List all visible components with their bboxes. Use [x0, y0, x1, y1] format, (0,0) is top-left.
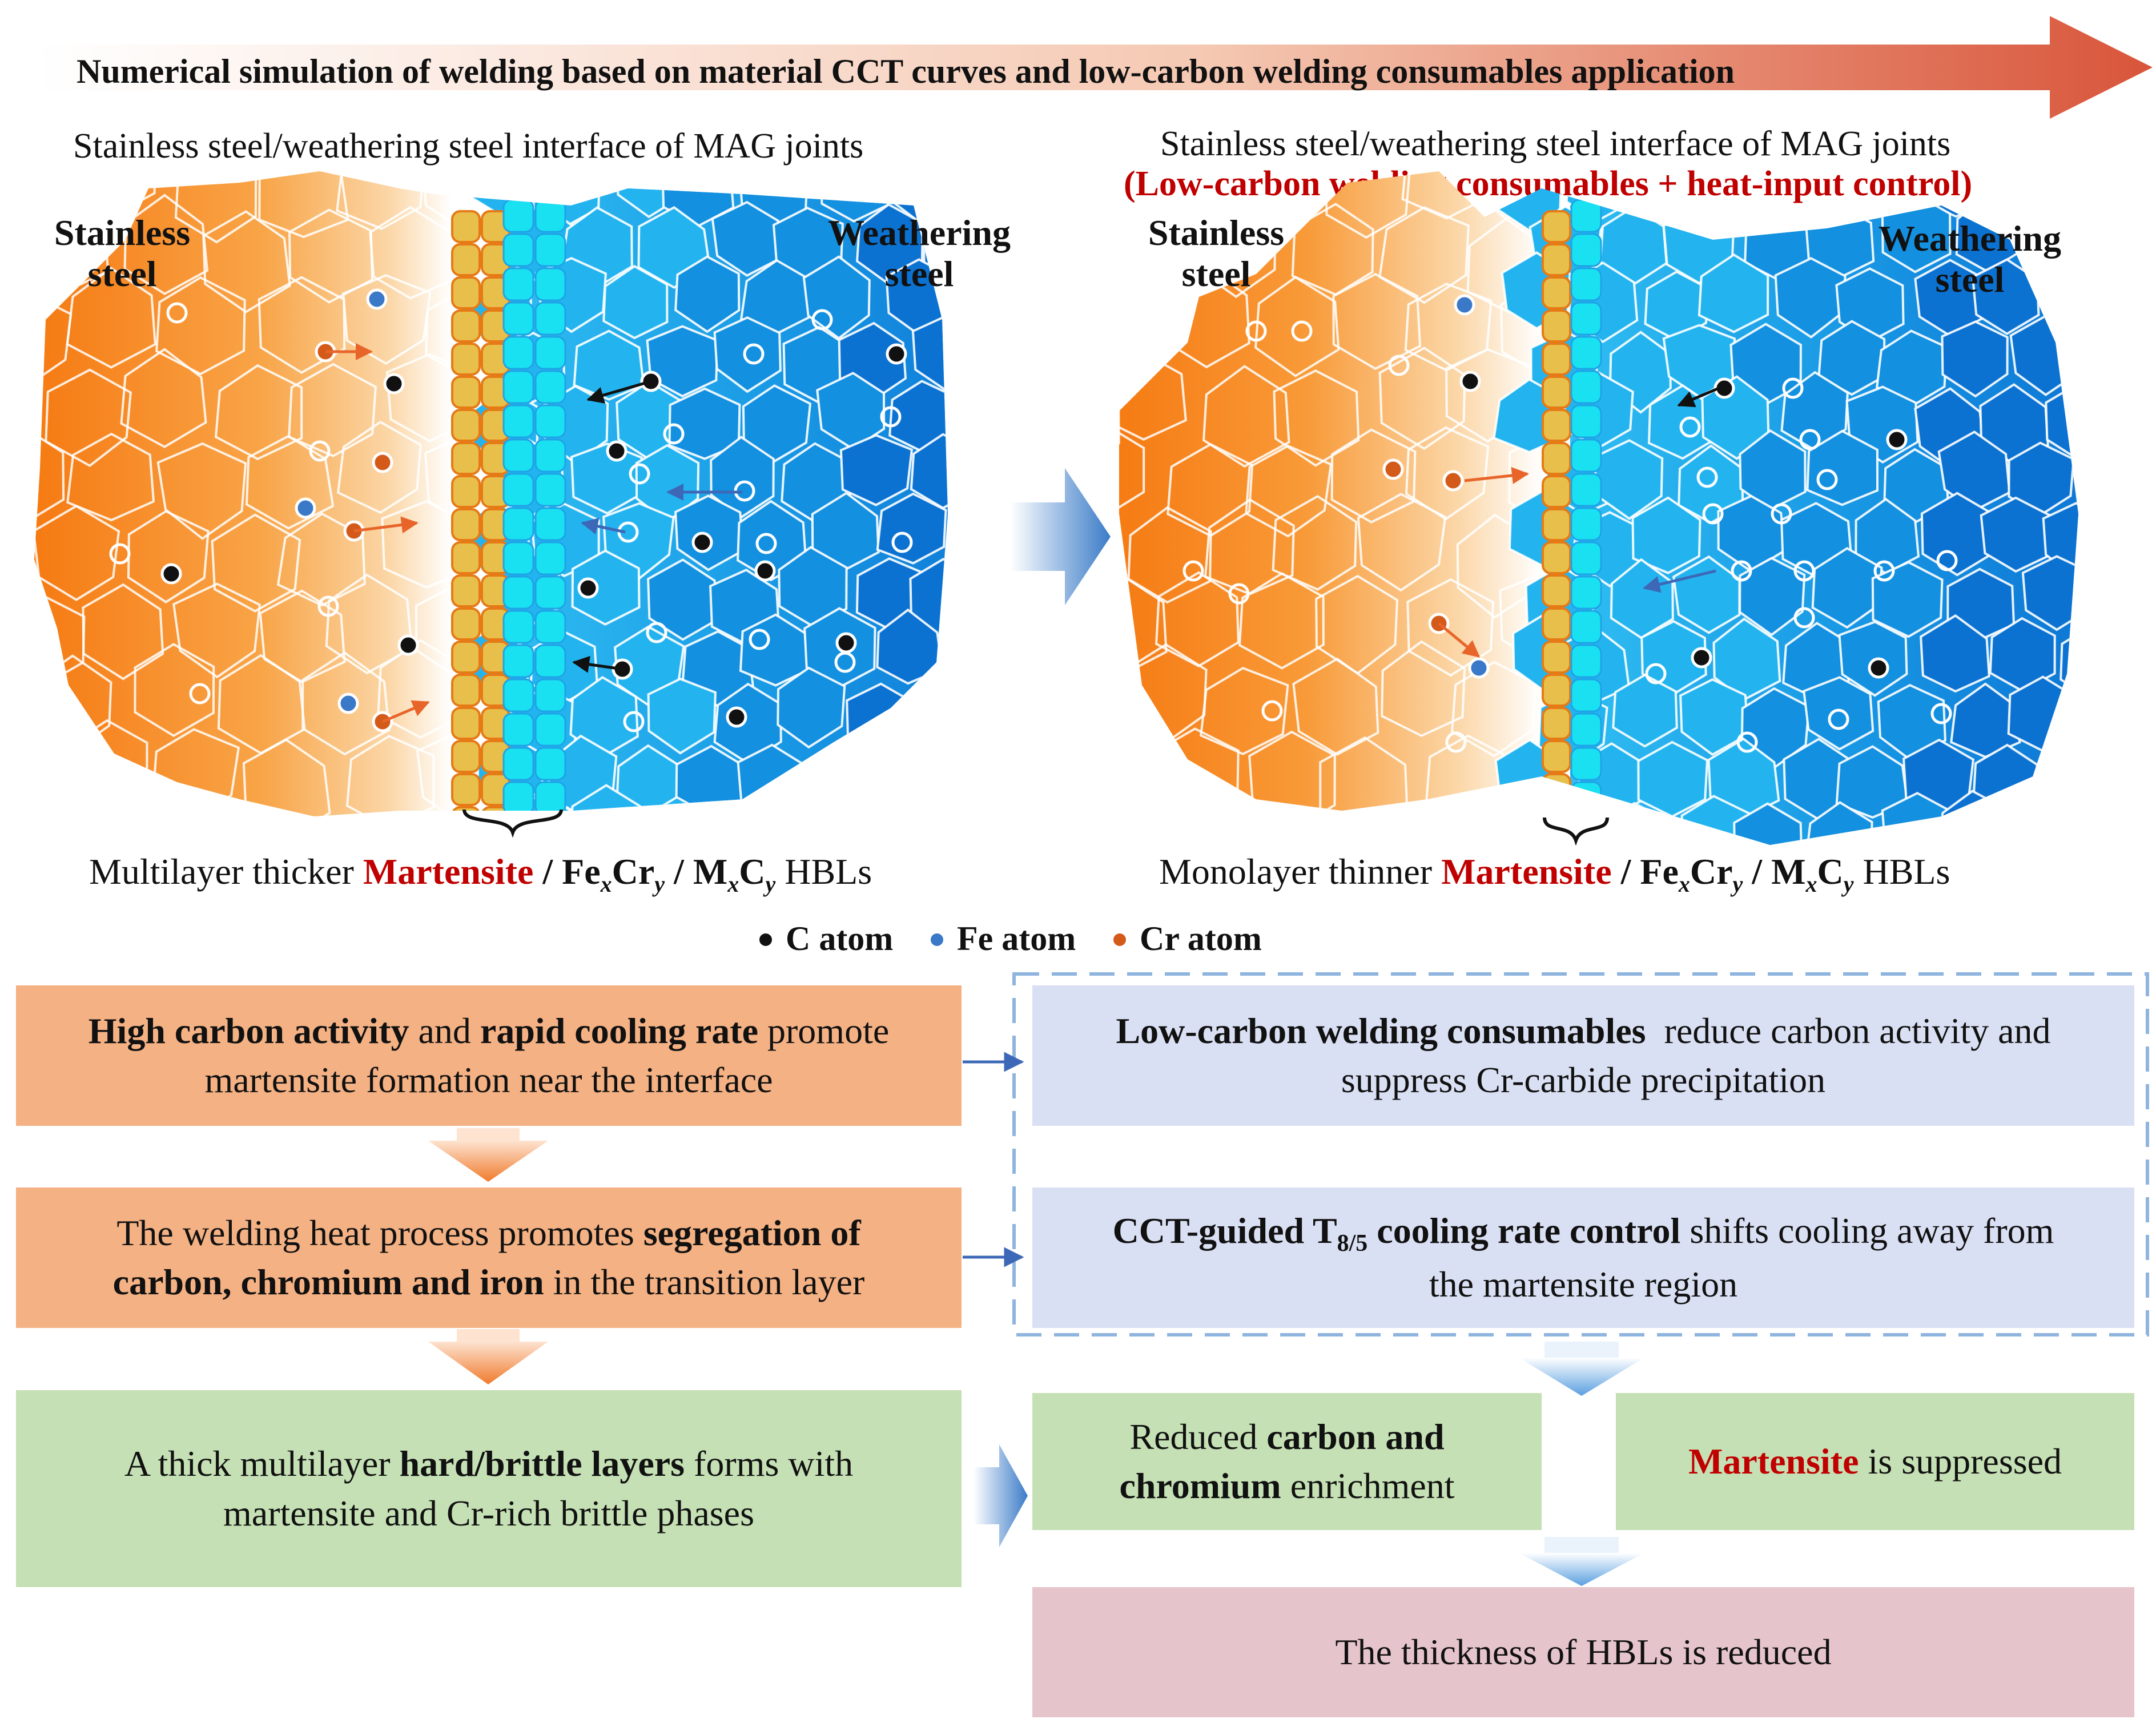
flow-box-carbon-activity: High carbon activity and rapid cooling r…: [16, 985, 962, 1126]
flow-box-reduced-enrichment: Reduced carbon and chromium enrichment: [1032, 1393, 1542, 1530]
legend-fe-atom: Fe atom: [931, 919, 1076, 959]
legend-cr-atom: Cr atom: [1113, 919, 1262, 959]
legend-c-atom: C atom: [759, 919, 893, 959]
fe-atom-icon: [931, 933, 943, 947]
flow-box-segregation: The welding heat process promotes segreg…: [16, 1187, 962, 1328]
header-arrow: [34, 16, 2153, 119]
flow-box-low-carbon-consumables: Low-carbon welding consumables reduce ca…: [1032, 985, 2134, 1126]
cr-atom-icon: [1113, 933, 1126, 947]
flow-connectors: [428, 972, 2149, 1586]
header-title: Numerical simulation of welding based on…: [77, 53, 1735, 90]
microstructure-panels: [34, 171, 2078, 846]
c-atom-icon: [759, 933, 772, 947]
flow-box-hard-brittle-layers: A thick multilayer hard/brittle layers f…: [16, 1390, 962, 1587]
flow-box-martensite-suppressed: Martensite is suppressed: [1616, 1393, 2134, 1530]
flow-box-cct-cooling-control: CCT-guided T8/5 cooling rate control shi…: [1032, 1187, 2134, 1328]
right-panel-title: Stainless steel/weathering steel interfa…: [1160, 124, 1951, 163]
left-panel-title: Stainless steel/weathering steel interfa…: [73, 127, 864, 166]
right-panel-caption: Monolayer thinner Martensite / FexCry / …: [1159, 851, 1950, 897]
flow-box-hbl-thickness-reduced: The thickness of HBLs is reduced: [1032, 1587, 2134, 1717]
left-panel-caption: Multilayer thicker Martensite / FexCry /…: [89, 851, 872, 897]
